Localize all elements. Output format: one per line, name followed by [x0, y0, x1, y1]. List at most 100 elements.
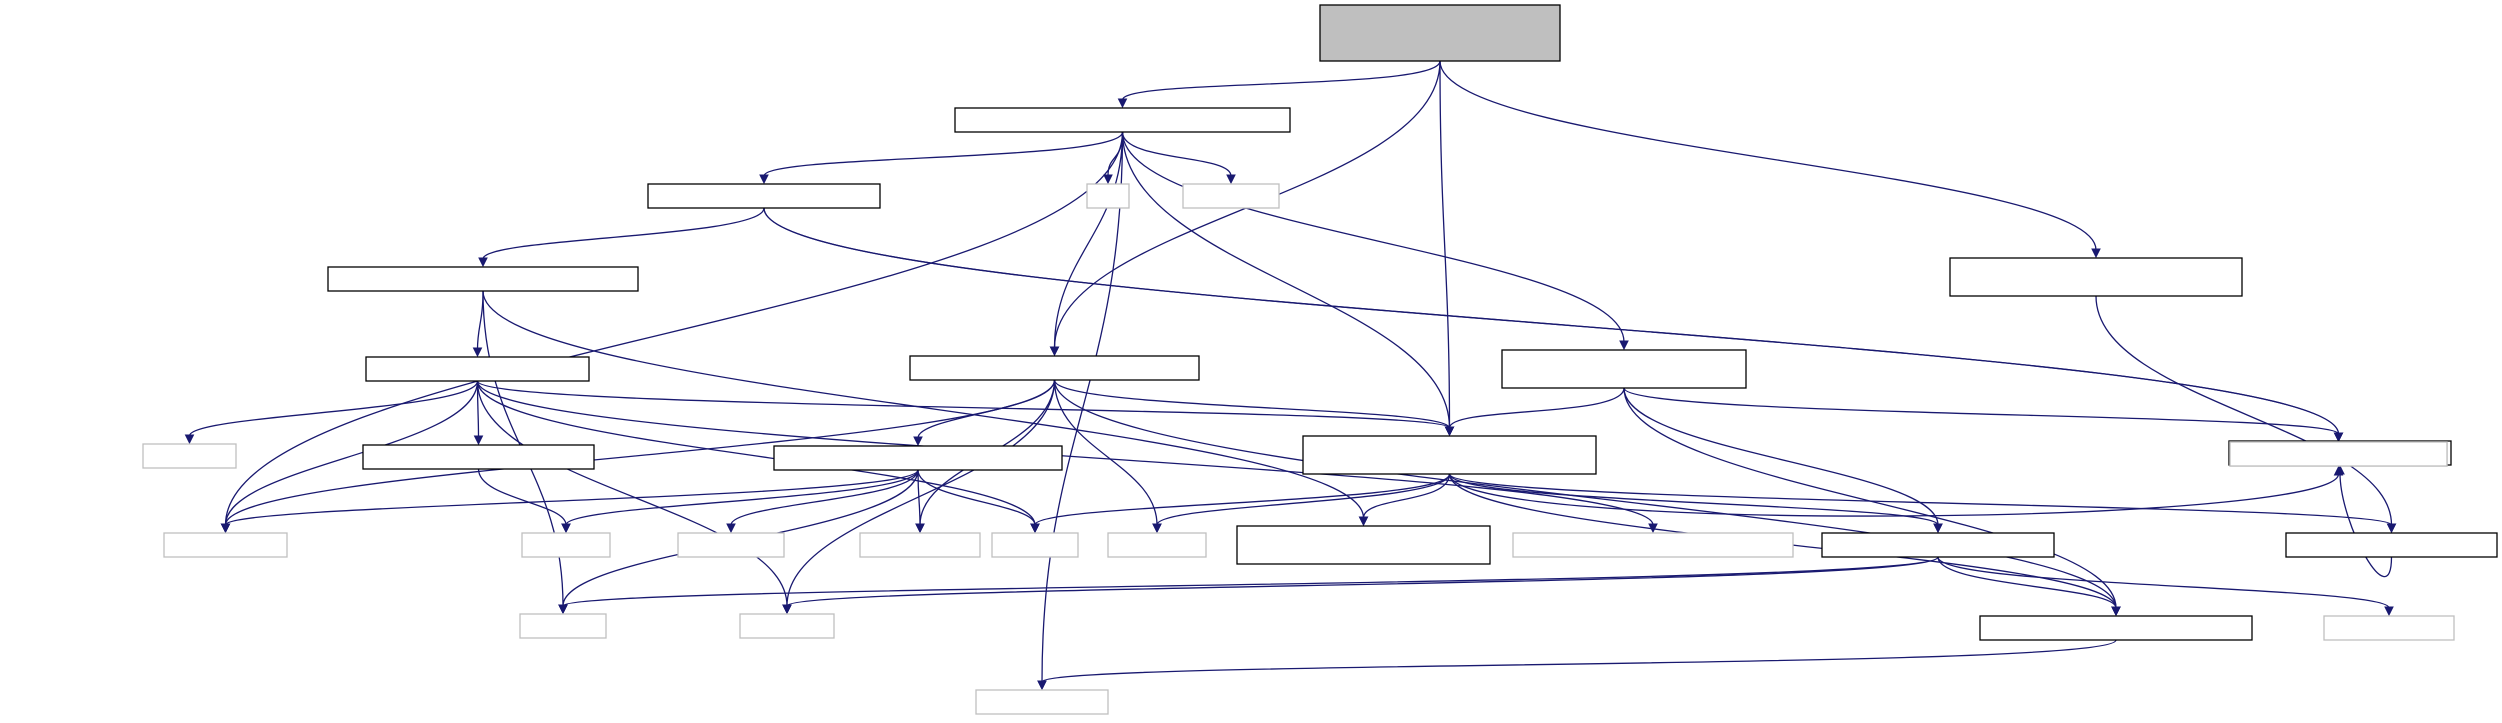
graph-edge	[763, 131, 1124, 177]
graph-edge-arrowhead	[2333, 432, 2344, 443]
graph-edge-arrowhead	[2386, 523, 2397, 534]
graph-node-box	[1182, 183, 1280, 209]
graph-node-box	[362, 444, 595, 470]
graph-edge	[476, 290, 484, 350]
graph-node-n9[interactable]	[365, 356, 590, 382]
graph-edge-arrowhead	[1049, 346, 1060, 357]
graph-edge	[730, 469, 919, 526]
graph-edge	[917, 469, 921, 526]
graph-edge-arrowhead	[2091, 248, 2101, 259]
graph-edge	[1448, 473, 1939, 526]
graph-node-n31	[975, 689, 1109, 715]
graph-node-box	[647, 183, 881, 209]
graph-edge	[1439, 60, 2097, 251]
graph-edge-arrowhead	[2384, 606, 2394, 617]
graph-node-n4	[1182, 183, 1280, 209]
graph-node-box	[1086, 183, 1130, 209]
graph-node-box	[2285, 532, 2498, 558]
graph-edge-arrowhead	[184, 434, 195, 445]
graph-node-n3	[1086, 183, 1130, 209]
graph-node-n29[interactable]	[2285, 532, 2498, 558]
graph-edge	[1034, 473, 1451, 526]
graph-node-box	[1949, 257, 2243, 297]
graph-edge-arrowhead	[1933, 523, 1943, 534]
graph-node-box	[519, 613, 607, 639]
graph-node-box	[327, 266, 639, 292]
graph-node-n11	[142, 443, 237, 469]
graph-edge	[917, 469, 1036, 526]
graph-node-box	[365, 356, 590, 382]
graph-edge	[1448, 473, 2393, 526]
graph-node-n6[interactable]	[327, 266, 639, 292]
graph-edge-arrowhead	[561, 523, 571, 534]
graph-edge-arrowhead	[1037, 680, 1047, 691]
graph-node-n28	[677, 532, 785, 558]
graph-node-n13[interactable]	[362, 444, 595, 470]
graph-node-n24[interactable]	[1821, 532, 2055, 558]
graph-edge	[224, 380, 479, 526]
graph-edge	[476, 380, 788, 607]
graph-node-n25[interactable]	[1979, 615, 2253, 641]
graph-node-n7[interactable]	[1501, 349, 1747, 389]
graph-node-box	[1512, 532, 1794, 558]
graph-node-box	[954, 107, 1291, 133]
graph-edge	[1041, 131, 1124, 683]
graph-edge-arrowhead	[220, 523, 231, 534]
graph-node-n10[interactable]	[909, 355, 1200, 381]
graph-edge	[224, 379, 1056, 526]
graph-node-box	[773, 445, 1063, 471]
graph-node-box	[2323, 615, 2455, 641]
graph-node-box	[1302, 435, 1597, 475]
graph-node-box	[163, 532, 288, 558]
graph-node-n18	[859, 532, 981, 558]
graph-node-n20	[991, 532, 1079, 558]
graph-node-box	[1236, 525, 1491, 565]
graph-node-n16	[163, 532, 288, 558]
graph-edge	[1121, 131, 1625, 343]
graph-edge	[224, 131, 1124, 526]
graph-edge-arrowhead	[1152, 523, 1162, 534]
graph-node-box	[739, 613, 835, 639]
graph-edge-arrowhead	[1117, 98, 1128, 109]
graph-edge-arrowhead	[1103, 174, 1113, 185]
graph-node-box	[859, 532, 981, 558]
graph-node-n5[interactable]	[1949, 257, 2243, 297]
graph-edge-arrowhead	[1358, 516, 1369, 527]
graph-node-box	[991, 532, 1079, 558]
graph-edge	[477, 468, 567, 526]
graph-edge	[2339, 472, 2393, 577]
graph-node-n2[interactable]	[647, 183, 881, 209]
graph-node-box	[1979, 615, 2253, 641]
graph-edge-arrowhead	[558, 604, 568, 615]
graph-edge-arrowhead	[1444, 426, 1455, 437]
graph-node-box	[1107, 532, 1207, 558]
graph-node-n15[interactable]	[773, 445, 1063, 471]
graph-node-n23	[2229, 441, 2448, 467]
graph-node-n0[interactable]	[1319, 4, 1561, 62]
graph-node-box	[677, 532, 785, 558]
graph-node-n1[interactable]	[954, 107, 1291, 133]
graph-edge	[1362, 473, 1451, 519]
graph-edge	[786, 379, 1056, 607]
graph-edge	[1053, 379, 2117, 609]
graph-edge-arrowhead	[472, 347, 483, 358]
graph-edge-arrowhead	[1226, 174, 1236, 185]
graph-node-box	[521, 532, 611, 558]
graph-edge-arrowhead	[726, 523, 736, 534]
graph-edge	[565, 469, 919, 526]
graph-edge	[482, 290, 1365, 519]
graph-edge-arrowhead	[759, 174, 769, 185]
graph-node-n27	[739, 613, 835, 639]
graph-node-box	[1319, 4, 1561, 62]
graph-node-n12	[1512, 532, 1794, 558]
graph-node-n14[interactable]	[1302, 435, 1597, 475]
graph-edge-arrowhead	[2111, 606, 2121, 617]
graph-edge-arrowhead	[913, 436, 923, 447]
graph-node-n22[interactable]	[1236, 525, 1491, 565]
graph-edge	[1448, 387, 1625, 429]
graph-node-n21	[1107, 532, 1207, 558]
graph-node-box	[2229, 441, 2448, 467]
graph-edge-arrowhead	[473, 435, 484, 446]
graph-edge	[188, 380, 479, 437]
graph-node-n26	[519, 613, 607, 639]
